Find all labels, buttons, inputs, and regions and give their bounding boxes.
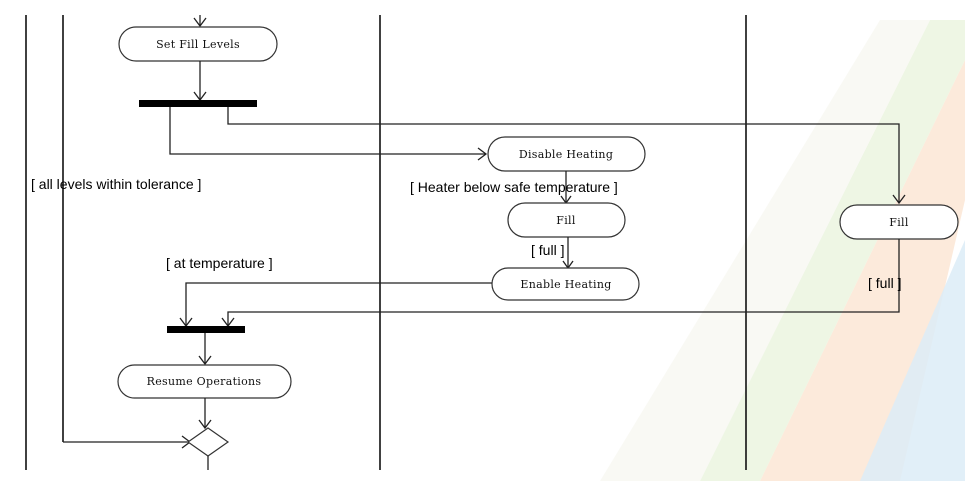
action-resume-operations: Resume Operations [117,364,292,399]
guard-full-right: [ full ] [868,275,901,291]
flow-fork-to-disable-heating [169,107,488,161]
flow-set-to-fork [193,61,207,102]
flow-into-set-fill-levels [193,15,207,28]
flow-fork-to-fill-right [227,107,906,205]
fork-bar [139,100,257,107]
background-watermark [600,20,965,481]
flow-join-to-resume [198,333,212,366]
action-set-fill-levels-label: Set Fill Levels [156,38,240,51]
flow-all-levels-to-decision [63,435,192,449]
guard-heater-below-safe-temperature: [ Heater below safe temperature ] [410,179,618,195]
action-disable-heating: Disable Heating [487,136,646,172]
guard-full-center: [ full ] [531,242,564,258]
merge-diamond [186,427,230,457]
action-resume-operations-label: Resume Operations [147,375,262,388]
action-fill-center-label: Fill [556,214,576,227]
flow-resume-to-decision [198,398,212,430]
action-fill-right: Fill [839,204,959,240]
action-disable-heating-label: Disable Heating [519,148,613,161]
action-fill-center: Fill [507,202,626,238]
guard-at-temperature: [ at temperature ] [166,255,273,271]
action-fill-right-label: Fill [889,216,909,229]
flow-fill-to-enable [562,237,574,270]
action-enable-heating-label: Enable Heating [520,278,611,291]
guard-all-levels-within-tolerance: [ all levels within tolerance ] [31,176,201,192]
flow-enable-to-join [179,282,492,328]
join-bar [167,326,245,333]
action-enable-heating: Enable Heating [491,267,640,301]
action-set-fill-levels: Set Fill Levels [118,26,278,62]
